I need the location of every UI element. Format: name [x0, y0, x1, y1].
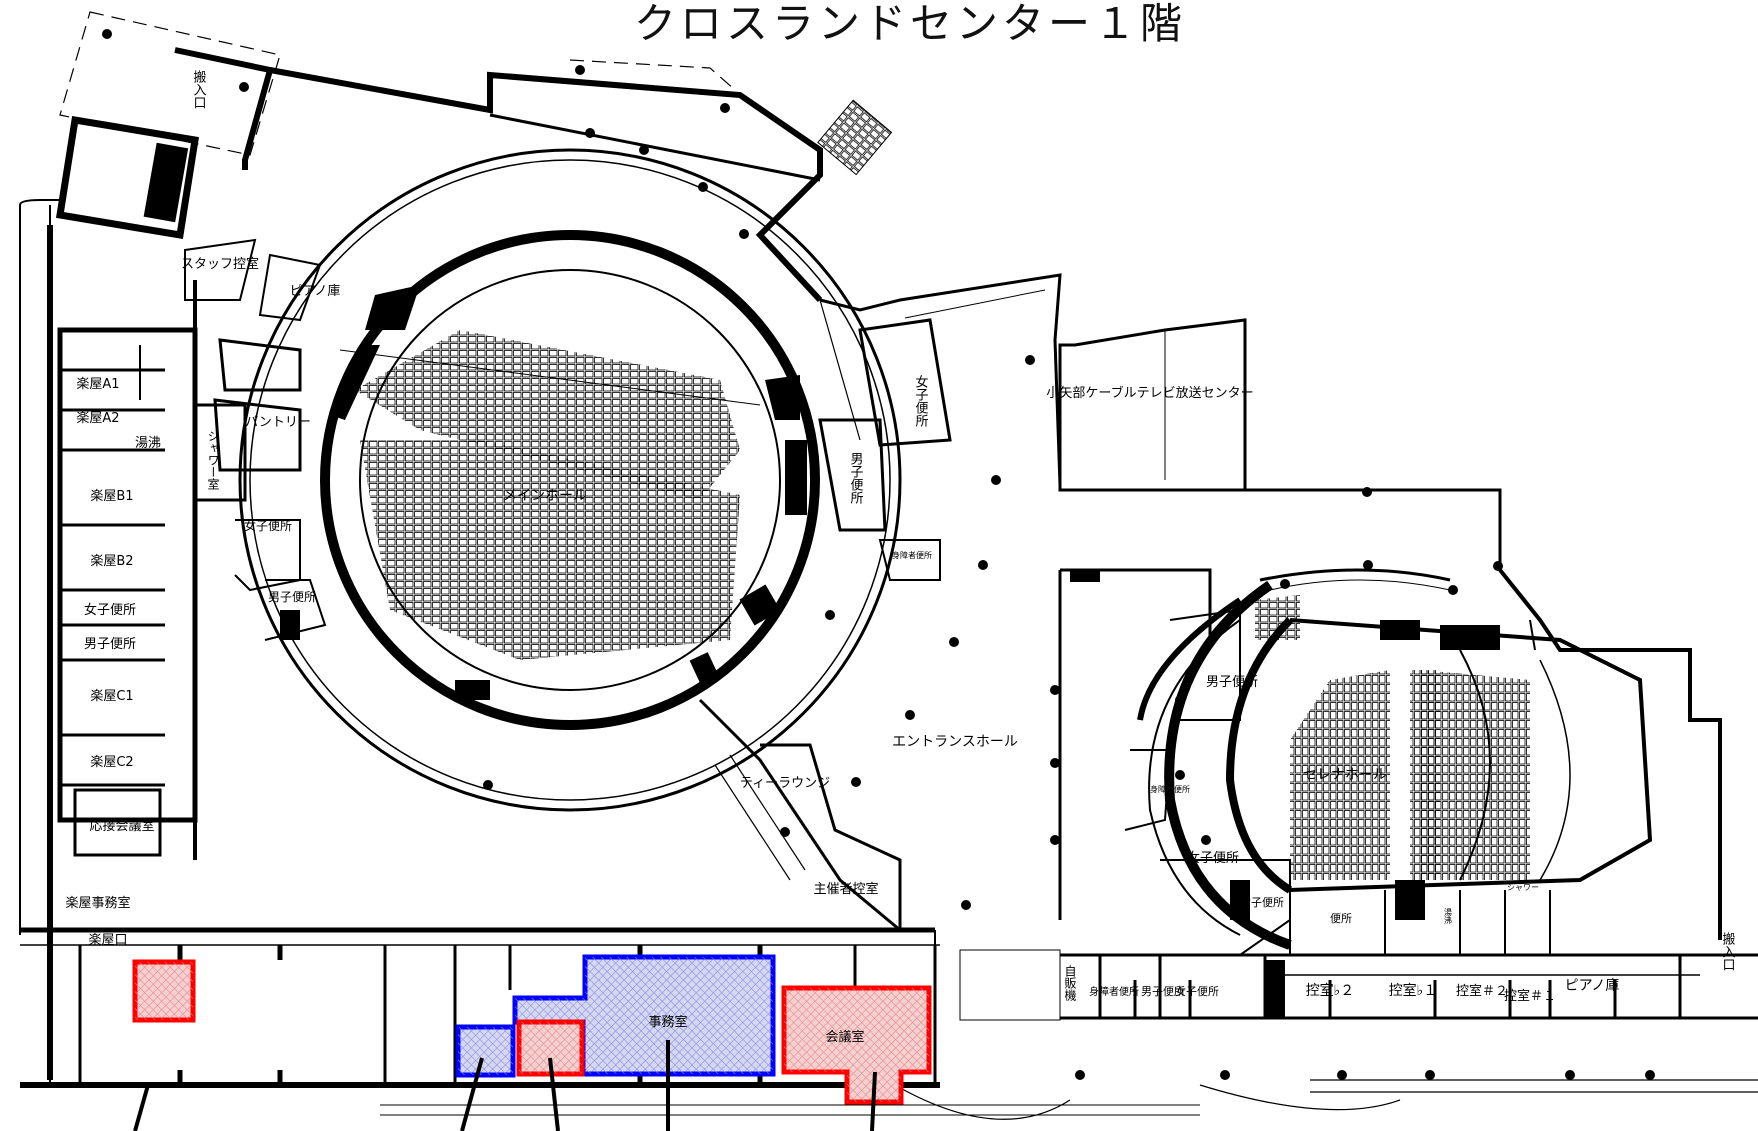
building-walls	[19, 11, 1758, 1120]
leader-lines	[133, 1040, 877, 1131]
label-accessible-wc-south: 身障者便所	[1089, 985, 1139, 998]
room-dividers	[60, 238, 1700, 1085]
label-gakuya-a2: 楽屋A2	[76, 410, 119, 426]
label-accessible-wc-serena: 身障者便所	[1150, 784, 1190, 794]
label-hannyuguchi-top: 搬入口	[191, 70, 207, 109]
label-vending: 自販機	[1063, 965, 1077, 1001]
label-shower-right: シャワー	[1507, 883, 1539, 892]
label-tea-lounge: ティーラウンジ	[740, 776, 830, 791]
label-hikae-b1: 控室♭１	[1389, 982, 1438, 999]
label-mens-wc-serena: 男子便所	[1206, 675, 1258, 690]
label-gakuya-a1: 楽屋A1	[76, 376, 119, 392]
label-mens-wc-east: 男子便所	[848, 452, 864, 504]
label-hannyuguchi-right: 搬入口	[1720, 932, 1736, 971]
label-womens-wc-left: 女子便所	[84, 602, 136, 618]
label-pantry: パントリー	[245, 415, 311, 430]
black-structural-elements	[143, 142, 1500, 1018]
label-womens-wc-serena: 女子便所	[1187, 850, 1239, 866]
label-entrance-hall: エントランスホール	[892, 734, 1018, 750]
label-shower-room: シャワー室	[206, 430, 220, 490]
label-gakuya-b2: 楽屋B2	[90, 553, 133, 569]
label-womens-wc-south: 女子便所	[1175, 984, 1219, 998]
highlighted-rooms	[132, 954, 932, 1105]
label-mens-wc-hall: 男子便所	[268, 590, 316, 604]
label-wc-small: 便所	[1330, 912, 1352, 925]
label-serena-hall: セレナホール	[1303, 767, 1387, 783]
label-meeting-room: 会議室	[825, 1029, 864, 1045]
serena-hall-seating	[1255, 595, 1530, 880]
label-womens-wc-east: 女子便所	[913, 374, 929, 427]
label-gakuya-c2: 楽屋C2	[90, 754, 133, 770]
columns	[102, 29, 1655, 1080]
serena-hall-structure	[1137, 568, 1653, 950]
label-womens-wc-hall: 女子便所	[244, 518, 292, 533]
label-gakuya-office: 楽屋事務室	[65, 895, 130, 911]
label-hikae-b2: 控室♭２	[1306, 982, 1355, 999]
label-piano-room-main: ピアノ庫	[290, 284, 341, 299]
label-gakuya-b1: 楽屋B1	[90, 488, 133, 504]
label-gakuya-entrance: 楽屋口	[88, 932, 127, 948]
main-hall-seating	[339, 330, 761, 660]
label-reception-meeting: 応接会議室	[89, 818, 154, 834]
label-yuwakashi-right: 湯沸	[1444, 907, 1453, 925]
label-accessible-wc-east: 身障者便所	[892, 550, 932, 560]
label-mens-wc-left: 男子便所	[84, 637, 136, 652]
label-organizer-room: 主催者控室	[813, 881, 878, 897]
label-womens-wc-serena-small: 女子便所	[1240, 895, 1284, 909]
label-main-hall: メインホール	[503, 488, 587, 504]
label-hikae-s1: 控室＃１	[1504, 988, 1556, 1004]
label-staff-room: スタッフ控室	[181, 256, 259, 272]
label-yuwakashi-left: 湯沸	[135, 436, 161, 451]
label-office: 事務室	[648, 1014, 687, 1030]
map-title: クロスランドセンター１階	[634, 0, 1186, 48]
label-piano-room-right: ピアノ庫	[1565, 977, 1620, 994]
label-cable-tv: 小矢部ケーブルテレビ放送センター	[1046, 385, 1253, 401]
label-hikae-s2: 控室＃２	[1456, 983, 1508, 999]
label-gakuya-c1: 楽屋C1	[90, 688, 133, 704]
label-mens-wc-south: 男子便所	[1141, 985, 1185, 998]
